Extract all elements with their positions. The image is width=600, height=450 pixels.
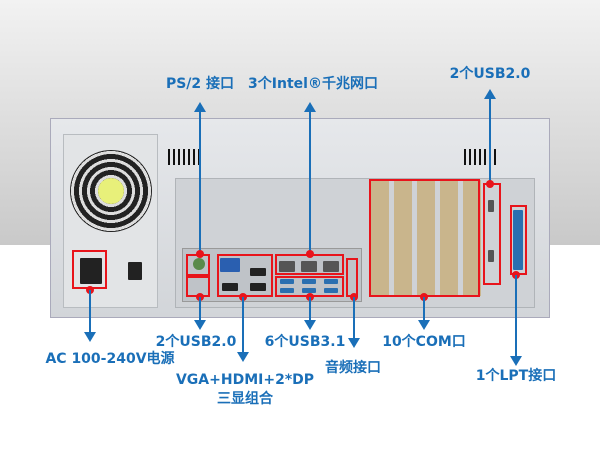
label-power: AC 100-240V电源 — [45, 351, 175, 367]
leader-line — [489, 97, 491, 184]
usb31-port — [302, 288, 316, 293]
dp-port — [250, 268, 266, 276]
leader-line — [515, 275, 517, 357]
usb31-port — [280, 279, 294, 284]
label-audio: 音频接口 — [325, 360, 381, 376]
arrow-up-icon — [484, 89, 496, 99]
leader-line — [89, 290, 91, 332]
arrow-down-icon — [304, 320, 316, 330]
com-highlight — [369, 179, 480, 297]
marker-dot — [196, 250, 204, 258]
arrow-down-icon — [418, 320, 430, 330]
com-card — [463, 180, 481, 296]
leader-line — [199, 297, 201, 321]
lan-port — [279, 261, 295, 272]
arrow-up-icon — [194, 102, 206, 112]
com-card — [417, 180, 435, 296]
arrow-down-icon — [348, 338, 360, 348]
arrow-down-icon — [194, 320, 206, 330]
lpt-port — [513, 210, 523, 270]
usb20-top-highlight — [483, 183, 501, 285]
marker-dot — [486, 180, 494, 188]
power-socket — [80, 258, 102, 284]
vent — [168, 149, 200, 165]
usb-port — [488, 250, 494, 262]
arrow-down-icon — [510, 356, 522, 366]
leader-line — [309, 110, 311, 254]
arrow-down-icon — [237, 352, 249, 362]
usb31-port — [302, 279, 316, 284]
label-usb31: 6个USB3.1 — [264, 334, 346, 350]
label-lpt: 1个LPT接口 — [475, 368, 557, 384]
usb31-port — [324, 288, 338, 293]
label-video-line2: 三显组合 — [217, 391, 273, 407]
leader-line — [199, 110, 201, 254]
dp-port — [250, 283, 266, 291]
usb-port — [488, 200, 494, 212]
label-usb20-top: 2个USB2.0 — [449, 66, 531, 82]
vent — [464, 149, 496, 165]
fan-hub — [98, 178, 124, 204]
leader-line — [309, 297, 311, 321]
lan-port — [323, 261, 339, 272]
usb31-port — [324, 279, 338, 284]
lan-port — [301, 261, 317, 272]
usb31-port — [280, 288, 294, 293]
vga-port — [220, 258, 240, 272]
ps2-port — [193, 258, 205, 270]
power-switch — [128, 262, 142, 280]
leader-line — [242, 297, 244, 353]
com-card — [371, 180, 389, 296]
label-video-line1: VGA+HDMI+2*DP — [175, 372, 315, 388]
label-usb20-bottom: 2个USB2.0 — [155, 334, 237, 350]
arrow-down-icon — [84, 332, 96, 342]
label-lan: 3个Intel®千兆网口 — [248, 76, 378, 92]
audio-highlight — [346, 258, 358, 297]
marker-dot — [306, 250, 314, 258]
leader-line — [423, 297, 425, 321]
video-highlight — [217, 254, 273, 297]
com-card — [440, 180, 458, 296]
com-card — [394, 180, 412, 296]
hdmi-port — [222, 283, 238, 291]
lpt-highlight — [510, 205, 527, 275]
power-highlight — [72, 250, 107, 289]
leader-line — [353, 297, 355, 339]
label-ps2: PS/2 接口 — [165, 76, 235, 92]
label-com: 10个COM口 — [382, 334, 466, 350]
arrow-up-icon — [304, 102, 316, 112]
